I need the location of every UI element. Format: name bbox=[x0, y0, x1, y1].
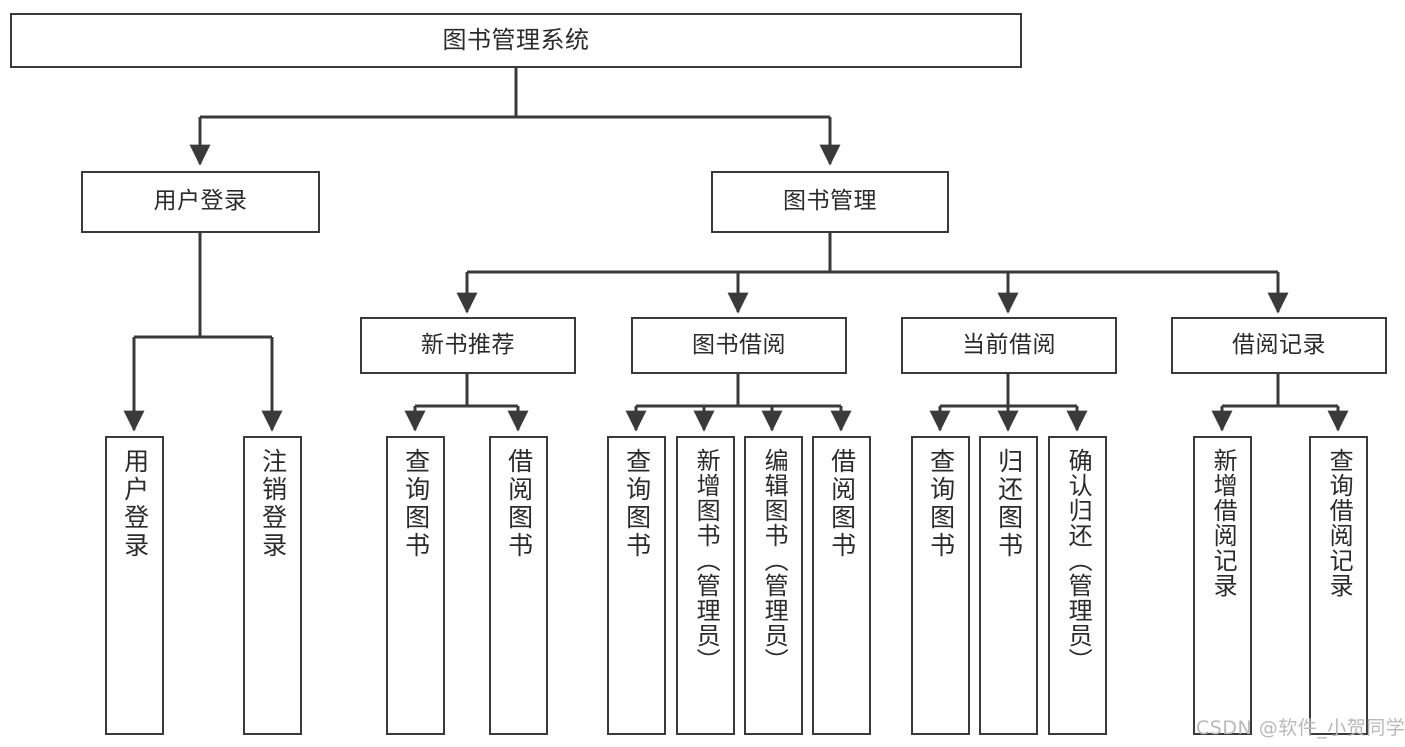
node-label: 用户登录 bbox=[120, 448, 150, 560]
node-label: 归还图书 bbox=[994, 448, 1024, 560]
node-label: 新书推荐 bbox=[421, 331, 515, 358]
node-label: 新增借阅记录 bbox=[1209, 448, 1238, 598]
node-label: 注销登录 bbox=[258, 448, 288, 560]
node-new-book-recommend[interactable]: 新书推荐 bbox=[360, 317, 576, 374]
node-label: 查询借阅记录 bbox=[1325, 448, 1354, 598]
node-label: 确认归还（管理员） bbox=[1064, 448, 1093, 673]
node-label: 查询图书 bbox=[622, 448, 652, 560]
node-leaf-edit-book-admin[interactable]: 编辑图书（管理员） bbox=[744, 436, 803, 735]
node-leaf-query-book-current[interactable]: 查询图书 bbox=[911, 436, 970, 735]
node-label: 借阅图书 bbox=[504, 448, 534, 560]
node-root-book-management-system[interactable]: 图书管理系统 bbox=[10, 13, 1022, 68]
node-label: 编辑图书（管理员） bbox=[760, 448, 789, 673]
node-leaf-return-book[interactable]: 归还图书 bbox=[979, 436, 1038, 735]
node-label: 查询图书 bbox=[401, 448, 431, 560]
node-leaf-query-book-borrow[interactable]: 查询图书 bbox=[607, 436, 666, 735]
node-borrow-record[interactable]: 借阅记录 bbox=[1171, 317, 1387, 374]
node-leaf-confirm-return-admin[interactable]: 确认归还（管理员） bbox=[1048, 436, 1107, 735]
node-label: 图书借阅 bbox=[692, 331, 786, 358]
node-leaf-user-login[interactable]: 用户登录 bbox=[105, 436, 164, 735]
node-leaf-logout[interactable]: 注销登录 bbox=[243, 436, 302, 735]
node-label: 新增图书（管理员） bbox=[692, 448, 721, 673]
node-current-borrow[interactable]: 当前借阅 bbox=[901, 317, 1117, 374]
node-label: 图书管理系统 bbox=[442, 26, 590, 55]
csdn-watermark: CSDN @软件_小贺同学 bbox=[1196, 717, 1405, 739]
node-leaf-borrow-book[interactable]: 借阅图书 bbox=[812, 436, 871, 735]
node-book-borrow[interactable]: 图书借阅 bbox=[631, 317, 847, 374]
node-label: 用户登录 bbox=[153, 188, 248, 215]
node-user-login[interactable]: 用户登录 bbox=[81, 171, 320, 233]
node-book-management[interactable]: 图书管理 bbox=[711, 171, 949, 233]
node-label: 借阅图书 bbox=[827, 448, 857, 560]
node-label: 当前借阅 bbox=[962, 331, 1056, 358]
node-label: 查询图书 bbox=[926, 448, 956, 560]
node-leaf-add-book-admin[interactable]: 新增图书（管理员） bbox=[676, 436, 735, 735]
node-leaf-query-book-new[interactable]: 查询图书 bbox=[386, 436, 445, 735]
node-label: 图书管理 bbox=[783, 188, 877, 215]
node-leaf-query-borrow-record[interactable]: 查询借阅记录 bbox=[1309, 436, 1368, 735]
node-leaf-add-borrow-record[interactable]: 新增借阅记录 bbox=[1193, 436, 1252, 735]
node-label: 借阅记录 bbox=[1232, 331, 1326, 358]
node-leaf-borrow-book-new[interactable]: 借阅图书 bbox=[489, 436, 548, 735]
